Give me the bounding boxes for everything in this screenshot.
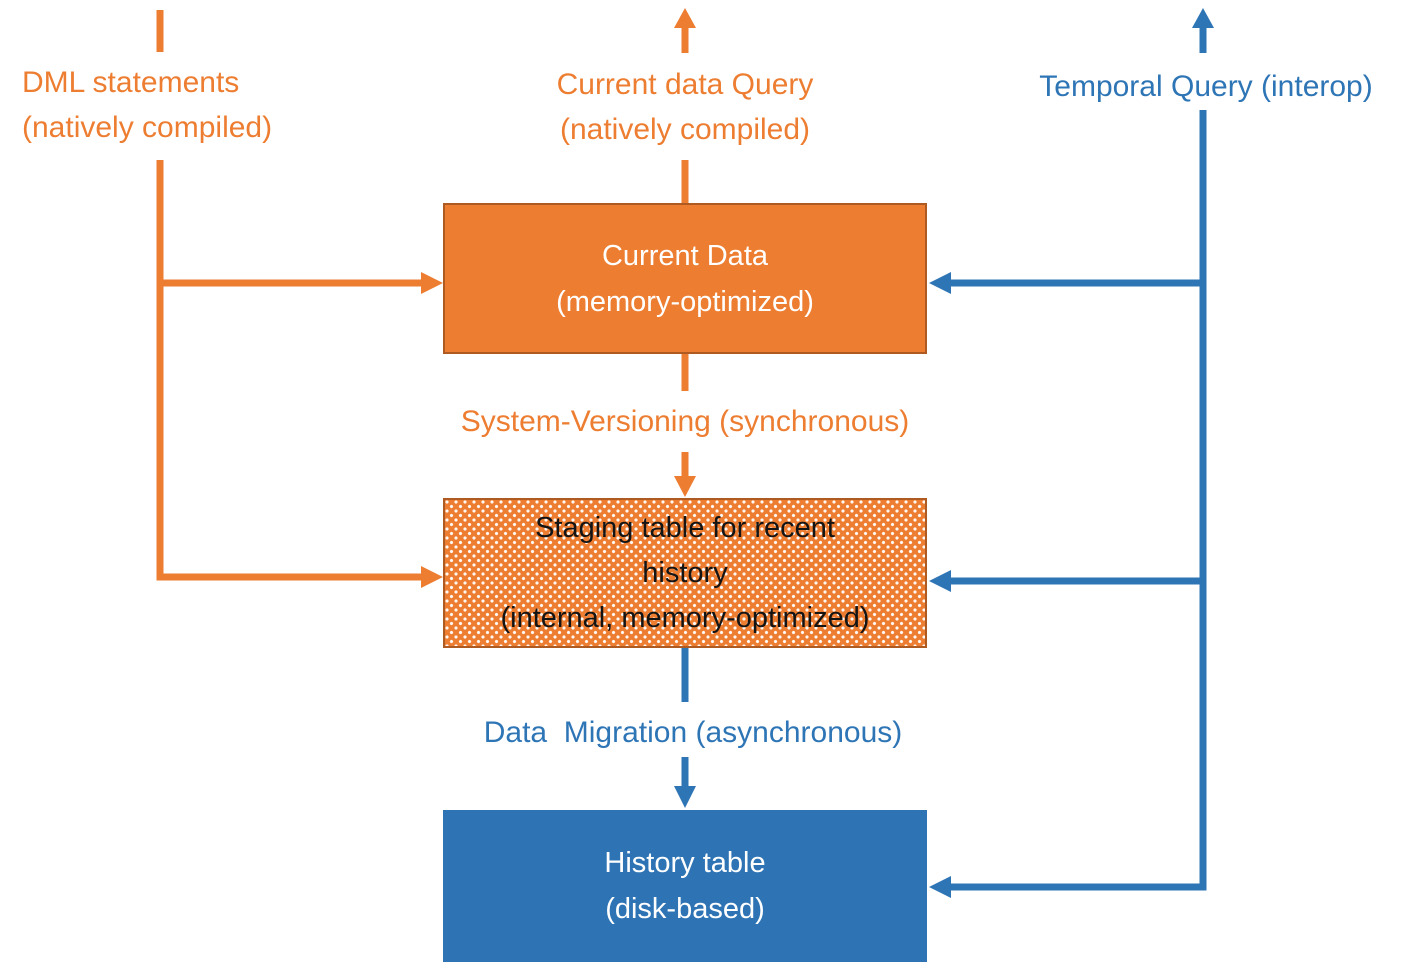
arrowhead-data-migration-down [674, 786, 696, 808]
arrowhead-dml-to-staging [421, 566, 443, 588]
staging-table-box: Staging table for recent history (intern… [443, 498, 927, 648]
arrowhead-temporal-query-up [1192, 8, 1214, 28]
arrowhead-temporal-to-history [929, 876, 951, 898]
arrowhead-temporal-to-staging [929, 570, 951, 592]
current-data-query-label: Current data Query (natively compiled) [556, 68, 814, 146]
history-table-box: History table (disk-based) [443, 810, 927, 962]
arrowhead-current-query-up [674, 8, 696, 28]
temporal-query-line-main [950, 110, 1207, 891]
temporal-query-label: Temporal Query (interop) [1039, 70, 1373, 103]
arrowhead-system-versioning-down [674, 476, 696, 497]
arrowhead-temporal-to-current [929, 272, 951, 294]
staging-table-box-label: Staging table for recent history (intern… [500, 511, 870, 634]
data-migration-label: Data Migration (asynchronous) [483, 716, 903, 749]
arrowhead-dml-to-current [421, 272, 443, 294]
current-data-box-label: Current Data (memory-optimized) [556, 239, 814, 318]
system-versioning-label: System-Versioning (synchronous) [460, 405, 910, 438]
history-table-box-label: History table (disk-based) [604, 847, 766, 925]
dml-statements-label: DML statements (natively compiled) [22, 66, 273, 144]
current-data-box: Current Data (memory-optimized) [443, 203, 927, 354]
dml-line-main [156, 160, 424, 581]
